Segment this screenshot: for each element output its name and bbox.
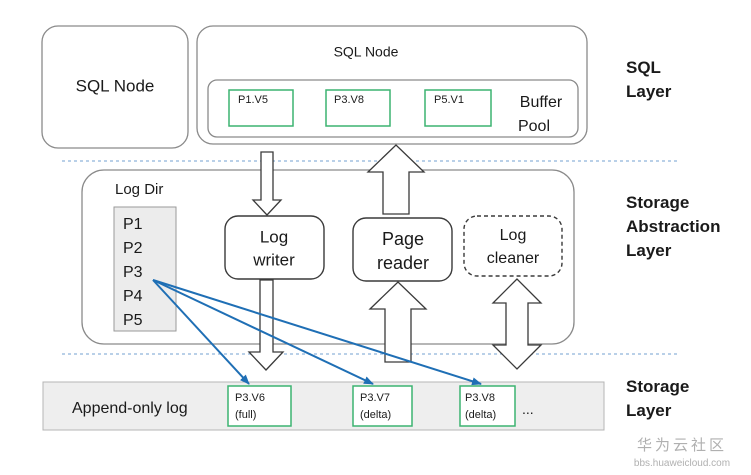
buffer-page-box [424,89,492,127]
double-arrow-cleaner-log [491,278,543,370]
log-entry-box [459,385,516,427]
page-reader-line1: Page [382,229,424,249]
log-cleaner-line2: cleaner [487,250,540,267]
buffer-pool-label-line2: Pool [518,118,550,135]
layer-label-abstraction-line1: Storage [626,193,689,212]
buffer-page-label: P3.V8 [334,94,364,106]
layer-label-storage-line2: Layer [626,401,672,420]
append-only-log-label: Append-only log [72,400,188,417]
pointer-arrow [152,279,374,385]
log-entry-line2: (full) [235,409,256,421]
log-entry-box [352,385,413,427]
layer-label-abstraction-line3: Layer [626,241,672,260]
log-entry-line2: (delta) [360,409,391,421]
down-arrow-to-log-writer [251,151,283,216]
log-dir-item: P5 [123,312,143,329]
storage-abstraction-box [81,169,575,345]
down-arrow-to-append-log [247,279,285,371]
up-arrow-to-buffer-pool [366,144,426,215]
page-reader-line2: reader [377,253,429,273]
buffer-page-box [228,89,294,127]
log-dir-item: P4 [123,288,143,305]
log-entries: P3.V6 (full) P3.V7 (delta) P3.V8 (delta) [227,385,516,427]
log-dir-title: Log Dir [115,181,163,198]
log-dir-item: P1 [123,216,143,233]
layer-label-abstraction-line2: Abstraction [626,217,720,236]
p3-pointer-arrows [152,279,482,386]
log-entry-line1: P3.V7 [360,392,390,404]
sql-node-right-label: SQL Node [334,44,399,60]
log-cleaner-line1: Log [500,227,527,244]
buffer-pool-label-line1: Buffer [520,94,563,111]
watermark-title: 华为云社区 [637,436,727,454]
log-entries-ellipsis: ... [522,401,534,417]
log-dir-list [113,206,177,332]
log-writer-line2: writer [252,250,295,269]
log-entry-line1: P3.V8 [465,392,495,404]
layer-label-storage-line1: Storage [626,377,689,396]
buffer-page-box [325,89,391,127]
log-dir-item: P2 [123,240,143,257]
sql-node-left [41,25,189,149]
watermark-url: bbs.huaweicloud.com [634,458,730,469]
log-entry-line2: (delta) [465,409,496,421]
log-entry-line1: P3.V6 [235,392,265,404]
log-cleaner-box [463,215,563,277]
layer-label-sql-line2: Layer [626,82,672,101]
buffer-page-label: P1.V5 [238,94,268,106]
log-writer-line1: Log [260,227,288,246]
log-dir-items: P1 P2 P3 P4 P5 [123,216,143,329]
sql-node-left-label: SQL Node [76,76,155,95]
pointer-arrow [152,279,482,386]
page-reader-box [352,217,453,282]
up-arrow-to-page-reader [368,281,428,363]
buffer-page-label: P5.V1 [434,94,464,106]
log-writer-box [224,215,325,280]
pointer-arrow [152,279,250,385]
layer-label-sql-line1: SQL [626,58,661,77]
buffer-pool-pages: P1.V5 P3.V8 P5.V1 [228,89,492,127]
log-dir-item: P3 [123,264,143,281]
log-entry-box [227,385,292,427]
